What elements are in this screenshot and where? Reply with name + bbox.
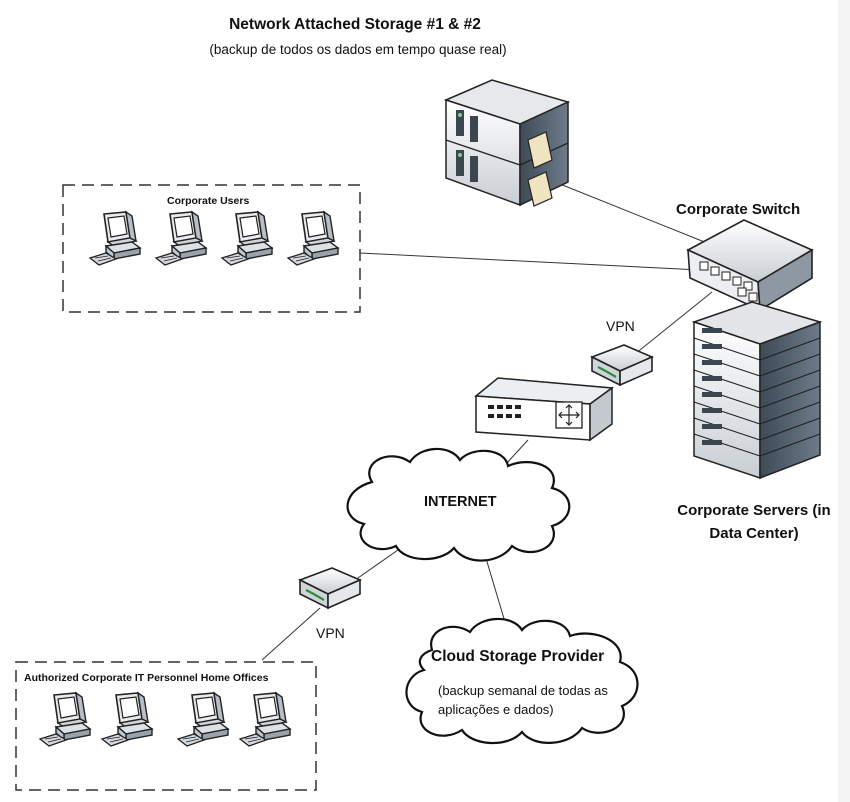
corporate-switch-label: Corporate Switch xyxy=(676,201,801,218)
desktop-computer-icon xyxy=(101,692,153,747)
nas-title: Network Attached Storage #1 & #2 xyxy=(229,16,481,33)
server-rack-icon xyxy=(691,301,823,480)
home-offices-group xyxy=(15,661,317,791)
nas-storage-icon xyxy=(443,79,571,207)
desktop-computer-icon xyxy=(39,692,91,747)
nas-subtitle: (backup de todos os dados em tempo quase… xyxy=(209,42,507,57)
corporate-users-label: Corporate Users xyxy=(167,195,250,207)
desktop-computer-icon xyxy=(287,211,339,266)
cloud-storage-title: Cloud Storage Provider xyxy=(431,648,605,665)
cloud-storage-subtitle: (backup semanal de todas as aplicações e… xyxy=(438,683,608,717)
vpn-router-icon xyxy=(298,566,362,610)
corporate-users-group xyxy=(62,184,361,313)
link-nas-switch xyxy=(549,179,713,246)
corporate-servers-label: Corporate Servers (in Data Center) xyxy=(677,502,831,542)
desktop-computer-icon xyxy=(155,211,207,266)
firewall-icon xyxy=(474,377,615,442)
link-internet-firewall xyxy=(504,439,529,466)
vpn-bottom-label: VPN xyxy=(316,625,345,641)
vpn-top-label: VPN xyxy=(606,318,635,334)
desktop-computer-icon xyxy=(89,211,141,266)
vpn-router-icon xyxy=(590,343,654,387)
desktop-computer-icon xyxy=(177,692,229,747)
page-edge xyxy=(838,0,850,802)
internet-cloud xyxy=(346,447,571,562)
home-offices-label: Authorized Corporate IT Personnel Home O… xyxy=(24,672,269,684)
cloud-storage-cloud xyxy=(405,617,639,745)
link-vpn-home xyxy=(261,607,321,661)
desktop-computer-icon xyxy=(239,692,291,747)
internet-label: INTERNET xyxy=(424,494,497,510)
link-switch-vpn xyxy=(629,291,713,359)
link-users-switch xyxy=(359,252,701,271)
desktop-computer-icon xyxy=(221,211,273,266)
